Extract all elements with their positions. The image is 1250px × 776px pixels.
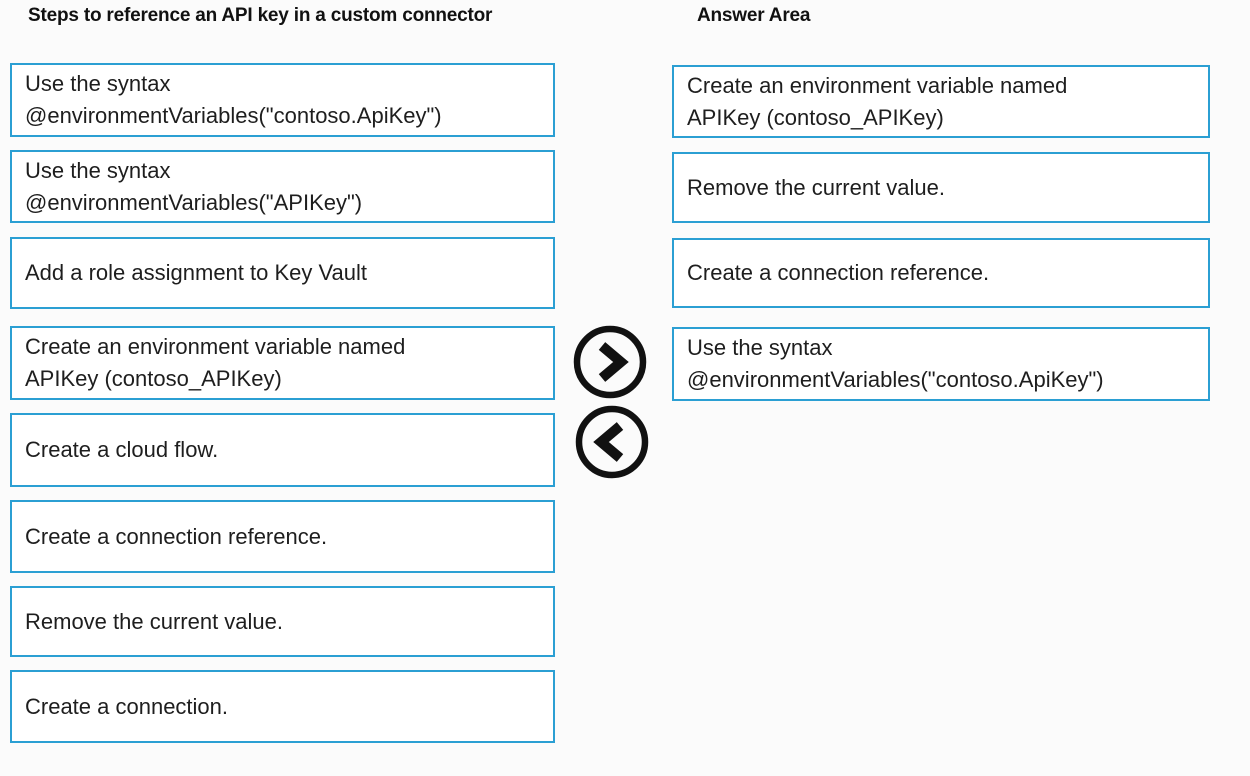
source-card-create-connection-reference[interactable]: Create a connection reference. [10, 500, 555, 573]
card-text: Remove the current value. [25, 608, 284, 634]
card-text: Use the syntax [25, 157, 171, 183]
card-text: APIKey (contoso_APIKey) [25, 366, 282, 391]
answer-card-use-syntax-contoso-apikey[interactable]: Use the syntax @environmentVariables("co… [672, 327, 1210, 401]
source-card-create-environment-variable[interactable]: Create an environment variable named API… [10, 326, 555, 400]
source-card-create-cloud-flow[interactable]: Create a cloud flow. [10, 413, 555, 487]
answer-area-title: Answer Area [697, 5, 811, 26]
card-text: Create an environment variable named [687, 72, 1068, 98]
source-column-title: Steps to reference an API key in a custo… [28, 5, 493, 26]
answer-card-create-connection-reference[interactable]: Create a connection reference. [672, 238, 1210, 308]
card-text: Use the syntax [25, 71, 171, 96]
card-text: Add a role assignment to Key Vault [25, 260, 368, 285]
move-right-button[interactable] [572, 324, 648, 400]
answer-card-remove-current-value[interactable]: Remove the current value. [672, 152, 1210, 223]
source-card-add-role-assignment[interactable]: Add a role assignment to Key Vault [10, 237, 555, 309]
card-text: Create an environment variable named [25, 334, 406, 359]
card-text: Use the syntax [687, 335, 833, 360]
card-text: @environmentVariables("contoso.ApiKey") [25, 103, 442, 128]
card-text: @environmentVariables("contoso.ApiKey") [687, 367, 1104, 392]
card-text: Remove the current value. [687, 174, 946, 200]
source-card-remove-current-value[interactable]: Remove the current value. [10, 586, 555, 657]
card-text: Create a cloud flow. [25, 437, 219, 462]
chevron-left-icon [574, 404, 650, 480]
source-card-use-syntax-apikey[interactable]: Use the syntax @environmentVariables("AP… [10, 150, 555, 223]
card-text: Create a connection. [25, 693, 229, 719]
card-text: APIKey (contoso_APIKey) [687, 104, 944, 130]
move-left-button[interactable] [574, 404, 650, 480]
source-card-create-connection[interactable]: Create a connection. [10, 670, 555, 743]
card-text: Create a connection reference. [687, 260, 990, 285]
answer-card-create-environment-variable[interactable]: Create an environment variable named API… [672, 65, 1210, 138]
card-text: @environmentVariables("APIKey") [25, 189, 363, 215]
source-card-use-syntax-contoso-apikey[interactable]: Use the syntax @environmentVariables("co… [10, 63, 555, 137]
card-text: Create a connection reference. [25, 523, 328, 549]
chevron-right-icon [572, 324, 648, 400]
